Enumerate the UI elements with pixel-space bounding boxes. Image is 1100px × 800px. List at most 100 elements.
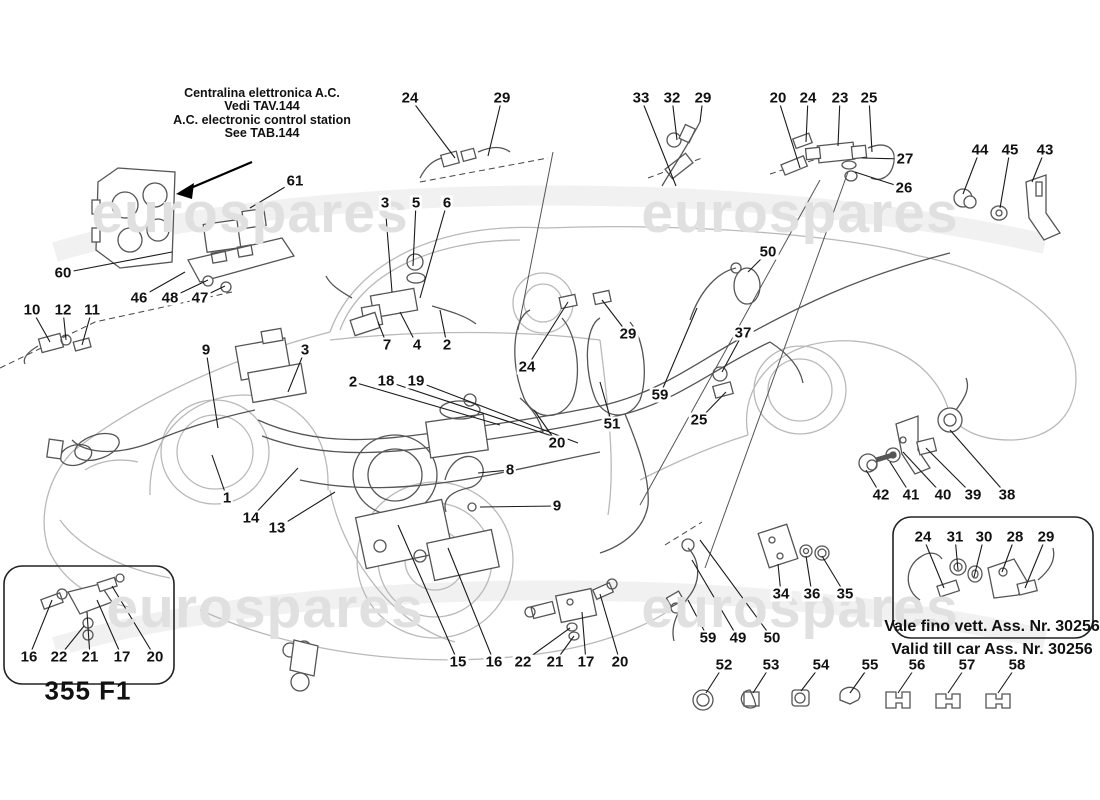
part-number-label[interactable]: 14	[240, 509, 262, 527]
part-number-label[interactable]: 61	[284, 172, 306, 190]
part-number-label[interactable]: 24	[797, 89, 819, 107]
part-number-label[interactable]: 15	[447, 653, 469, 671]
note-line-1: Centralina elettronica A.C.	[184, 86, 340, 100]
part-number-label[interactable]: 24	[912, 528, 934, 546]
part-number-label[interactable]: 32	[661, 89, 683, 107]
leader-line	[1024, 536, 1047, 589]
part-number-label[interactable]: 5	[409, 194, 423, 212]
part-number-label[interactable]: 60	[52, 264, 74, 282]
part-number-label[interactable]: 29	[617, 325, 639, 343]
part-number-label[interactable]: 28	[1004, 528, 1026, 546]
part-number-label[interactable]: 23	[829, 89, 851, 107]
part-number-label[interactable]: 21	[544, 653, 566, 671]
part-number-label[interactable]: 46	[128, 289, 150, 307]
part-number-label[interactable]: 25	[858, 89, 880, 107]
leader-line	[922, 536, 945, 589]
leader-line	[949, 429, 1008, 496]
part-number-label[interactable]: 31	[944, 528, 966, 546]
part-number-label[interactable]: 22	[48, 648, 70, 666]
part-number-label[interactable]: 11	[82, 301, 102, 319]
part-number-label[interactable]: 52	[713, 656, 735, 674]
part-number-label[interactable]: 2	[346, 373, 360, 391]
part-number-label[interactable]: 41	[900, 486, 922, 504]
ac-control-station-note: Centralina elettronica A.C. Vedi TAV.144…	[173, 86, 351, 140]
part-number-label[interactable]: 6	[440, 194, 454, 212]
part-number-label[interactable]: 38	[996, 486, 1018, 504]
part-number-label[interactable]: 37	[732, 324, 754, 342]
part-number-label[interactable]: 47	[189, 289, 211, 307]
part-number-label[interactable]: 55	[859, 656, 881, 674]
part-number-label[interactable]: 13	[266, 519, 288, 537]
leader-line	[837, 97, 841, 147]
part-number-label[interactable]: 56	[906, 656, 928, 674]
part-number-label[interactable]: 43	[1034, 141, 1056, 159]
model-label: 355 F1	[44, 675, 132, 706]
part-number-label[interactable]: 48	[159, 289, 181, 307]
note-line-3: A.C. electronic control station	[173, 112, 351, 127]
part-number-label[interactable]: 59	[697, 629, 719, 647]
part-number-label[interactable]: 34	[770, 585, 792, 603]
part-number-label[interactable]: 12	[52, 301, 74, 319]
part-number-label[interactable]: 42	[870, 486, 892, 504]
part-number-label[interactable]: 58	[1006, 656, 1028, 674]
part-number-label[interactable]: 20	[767, 89, 789, 107]
part-number-label[interactable]: 20	[144, 648, 166, 666]
part-number-label[interactable]: 2	[440, 336, 454, 354]
part-number-label[interactable]: 9	[199, 341, 213, 359]
part-number-label[interactable]: 50	[757, 243, 779, 261]
part-number-label[interactable]: 59	[649, 386, 671, 404]
part-number-label[interactable]: 1	[220, 489, 234, 507]
leader-line	[640, 97, 677, 187]
leader-line	[384, 202, 393, 293]
part-number-label[interactable]: 36	[801, 585, 823, 603]
part-number-label[interactable]: 22	[512, 653, 534, 671]
part-number-label[interactable]: 27	[894, 150, 916, 168]
part-number-label[interactable]: 30	[973, 528, 995, 546]
part-number-label[interactable]: 49	[727, 629, 749, 647]
part-number-label[interactable]: 18	[375, 372, 397, 390]
part-number-label[interactable]: 50	[761, 629, 783, 647]
part-number-label[interactable]: 53	[760, 656, 782, 674]
validity-note-english: Valid till car Ass. Nr. 30256	[891, 641, 1093, 658]
part-number-label[interactable]: 45	[999, 141, 1021, 159]
part-number-label[interactable]: 10	[21, 301, 43, 319]
part-number-label[interactable]: 24	[399, 89, 421, 107]
part-number-label[interactable]: 54	[810, 656, 832, 674]
part-number-label[interactable]: 29	[1035, 528, 1057, 546]
part-number-label[interactable]: 33	[630, 89, 652, 107]
part-number-label[interactable]: 29	[491, 89, 513, 107]
part-number-label[interactable]: 39	[962, 486, 984, 504]
leader-line	[96, 599, 123, 658]
part-number-label[interactable]: 44	[969, 141, 991, 159]
part-number-label[interactable]: 19	[405, 372, 427, 390]
part-number-label[interactable]: 7	[380, 336, 394, 354]
part-number-label[interactable]: 51	[601, 415, 623, 433]
part-number-label[interactable]: 20	[546, 434, 568, 452]
part-number-label[interactable]: 20	[609, 653, 631, 671]
leader-line	[659, 307, 698, 396]
leader-line	[28, 599, 53, 658]
part-number-label[interactable]: 35	[834, 585, 856, 603]
group-box-validity	[892, 516, 1094, 639]
grouping-boxes	[3, 516, 1094, 685]
part-number-label[interactable]: 16	[483, 653, 505, 671]
part-number-label[interactable]: 3	[298, 341, 312, 359]
part-number-label[interactable]: 17	[111, 648, 133, 666]
part-number-label[interactable]: 3	[378, 194, 392, 212]
part-number-label[interactable]: 17	[575, 653, 597, 671]
part-number-label[interactable]: 26	[893, 179, 915, 197]
part-number-label[interactable]: 29	[692, 89, 714, 107]
part-number-label[interactable]: 40	[932, 486, 954, 504]
part-number-label[interactable]: 16	[18, 648, 40, 666]
part-number-label[interactable]: 57	[956, 656, 978, 674]
leader-line	[385, 380, 556, 438]
leader-line	[412, 202, 417, 267]
part-number-label[interactable]: 24	[516, 358, 538, 376]
part-number-label[interactable]: 25	[688, 411, 710, 429]
part-number-label[interactable]: 4	[410, 336, 424, 354]
part-number-label[interactable]: 21	[79, 648, 101, 666]
leader-line	[62, 251, 173, 274]
part-number-label[interactable]: 9	[550, 497, 564, 515]
part-number-label[interactable]: 8	[503, 461, 517, 479]
